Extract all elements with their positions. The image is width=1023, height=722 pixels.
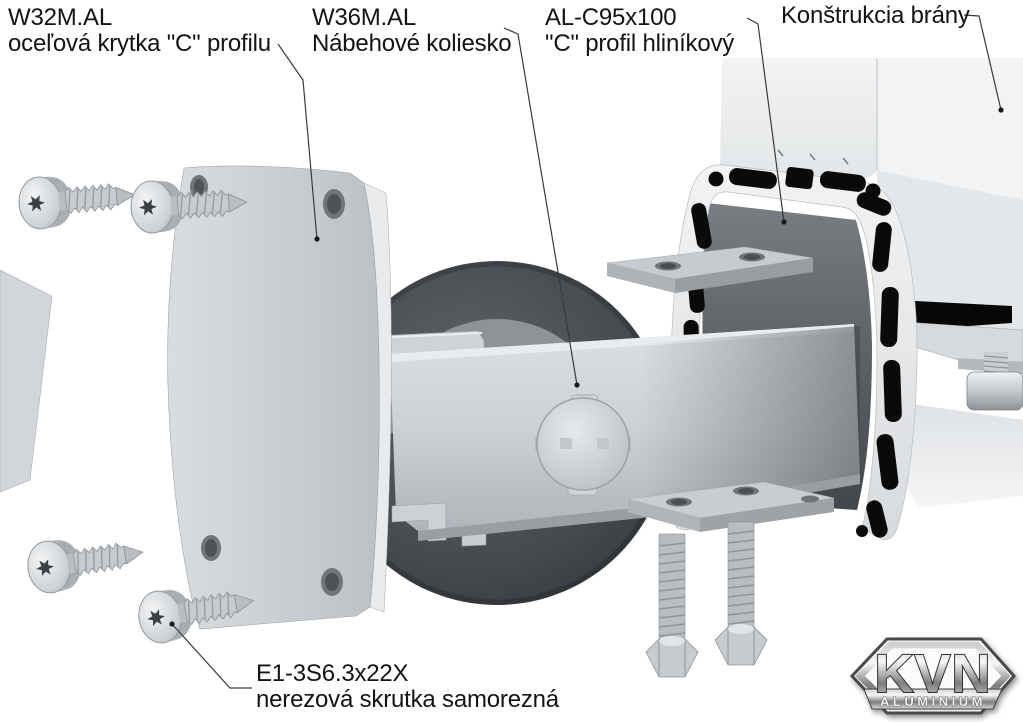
leader-profile xyxy=(746,17,785,223)
self-tapping-screw-3 xyxy=(23,525,148,597)
gate-slat-marks xyxy=(777,149,849,165)
label-wheel-code: W36M.AL xyxy=(312,4,416,31)
rail-end-left xyxy=(0,269,53,493)
hex-bolt-1 xyxy=(645,533,699,678)
hex-bolt-2 xyxy=(714,521,768,666)
socket-bolt-head xyxy=(966,371,1023,411)
logo-brand-text: KVN xyxy=(874,644,991,704)
logo-subtitle-text: ALUMINIUM xyxy=(880,694,986,709)
label-profile-code: AL-C95x100 xyxy=(545,4,677,31)
label-cap-desc: oceľová krytka "C" profilu xyxy=(8,30,271,57)
label-wheel: W36M.AL Nábehové koliesko xyxy=(312,4,512,57)
self-tapping-screw-1 xyxy=(16,168,138,232)
label-gate-desc: Konštrukcia brány xyxy=(781,2,970,29)
kvn-logo: KVN ALUMINIUM xyxy=(849,637,1017,715)
label-wheel-desc: Nábehové koliesko xyxy=(312,30,512,57)
label-gate: Konštrukcia brány xyxy=(781,3,970,29)
label-screw-code: E1-3S6.3x22X xyxy=(256,660,409,687)
label-cap: W32M.AL oceľová krytka "C" profilu xyxy=(8,5,271,57)
cover-plate xyxy=(167,165,392,630)
label-cap-code: W32M.AL xyxy=(8,4,112,31)
profile-slot xyxy=(896,300,1012,328)
leader-screw xyxy=(171,623,252,689)
leader-lines xyxy=(171,14,1002,689)
leader-gate xyxy=(963,14,1002,111)
leader-dots xyxy=(169,107,1004,627)
axle-end-cap xyxy=(535,394,631,496)
label-profile-desc: "C" profil hliníkový xyxy=(545,30,735,57)
leader-wheel xyxy=(503,27,578,386)
gate-attachment-detail xyxy=(896,300,1023,508)
top-clamp-bracket xyxy=(606,246,814,293)
label-screw-desc: nerezová skrutka samorezná xyxy=(256,686,559,713)
leader-cap xyxy=(277,43,318,240)
gate-underside-panel xyxy=(897,403,1023,508)
label-profile: AL-C95x100 "C" profil hliníkový xyxy=(545,5,734,57)
label-screw: E1-3S6.3x22X nerezová skrutka samorezná xyxy=(256,661,559,713)
